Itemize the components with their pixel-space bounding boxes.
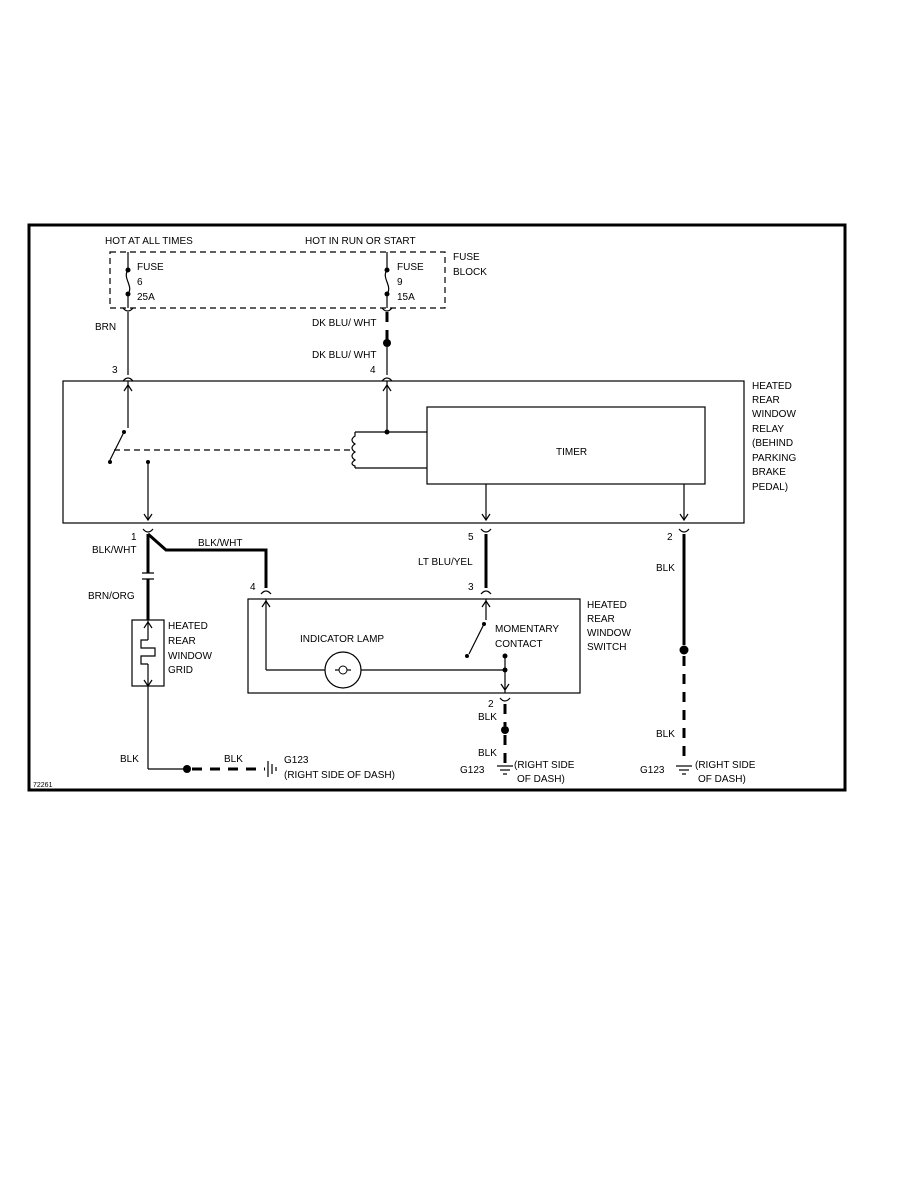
switch-pin-3: 3 xyxy=(468,582,474,593)
heated-rear-window-switch: HEATED REAR WINDOW SWITCH INDICATOR LAMP… xyxy=(247,598,631,694)
relay-pin-4: 4 xyxy=(370,365,376,376)
ground-3-location-1: (RIGHT SIDE xyxy=(695,760,756,771)
ground-g123-switch xyxy=(497,765,513,775)
fuse-block-label-2: BLOCK xyxy=(453,267,487,278)
wire-blk-grid-label-2: BLK xyxy=(224,754,243,765)
fuse-9: FUSE 9 15A xyxy=(384,252,424,308)
relay-label-7: BRAKE xyxy=(752,467,786,478)
fuse-block: HOT AT ALL TIMES HOT IN RUN OR START FUS… xyxy=(105,236,487,309)
grid-label-4: GRID xyxy=(168,665,193,676)
momentary-contact-label-2: CONTACT xyxy=(495,639,543,650)
figure-id: 72261 xyxy=(33,782,53,789)
wire-dk-blu-wht-label-1: DK BLU/ WHT xyxy=(312,318,376,329)
switch-pin-2: 2 xyxy=(488,699,494,710)
switch-pin-4: 4 xyxy=(250,582,256,593)
momentary-contact-label-1: MOMENTARY xyxy=(495,624,559,635)
switch-label-1: HEATED xyxy=(587,600,627,611)
relay-label-2: REAR xyxy=(752,395,780,406)
fuse-6-number: 6 xyxy=(137,277,143,288)
relay-label-6: PARKING xyxy=(752,453,796,464)
wire-dk-blu-wht-label-2: DK BLU/ WHT xyxy=(312,350,376,361)
fuse-9-rating: 15A xyxy=(397,292,415,303)
indicator-lamp-icon xyxy=(324,651,362,689)
heated-rear-window-grid: HEATED REAR WINDOW GRID xyxy=(131,619,212,688)
wire-blk-grid-label-1: BLK xyxy=(120,754,139,765)
ground-g123-relay xyxy=(676,765,692,775)
fuse-6: FUSE 6 25A xyxy=(125,252,164,308)
ground-2-location-2: OF DASH) xyxy=(517,774,565,785)
relay-pin-5: 5 xyxy=(468,532,474,543)
relay-pin-3: 3 xyxy=(112,365,118,376)
indicator-lamp-label: INDICATOR LAMP xyxy=(300,634,384,645)
wire-brn-org-label: BRN/ORG xyxy=(88,591,135,602)
switch-label-2: REAR xyxy=(587,614,615,625)
wire-blk-switch-label-2: BLK xyxy=(478,748,497,759)
fuse-6-rating: 25A xyxy=(137,292,155,303)
wire-brn-label: BRN xyxy=(95,322,116,333)
wire-lt-blu-yel-label: LT BLU/YEL xyxy=(418,557,473,568)
ground-3-name: G123 xyxy=(640,765,665,776)
wire-blk-relay-label-1: BLK xyxy=(656,563,675,574)
grid-label-2: REAR xyxy=(168,636,196,647)
relay-label-4: RELAY xyxy=(752,424,784,435)
ground-3-location-2: OF DASH) xyxy=(698,774,746,785)
fuse-9-label: FUSE xyxy=(397,262,424,273)
diagram-frame xyxy=(27,223,847,792)
grid-label-3: WINDOW xyxy=(168,651,212,662)
relay-label-1: HEATED xyxy=(752,381,792,392)
timer-label: TIMER xyxy=(556,447,587,458)
ground-1-location: (RIGHT SIDE OF DASH) xyxy=(284,770,395,781)
relay-label-5: (BEHIND xyxy=(752,438,793,449)
wire-blk-wht-label-1: BLK/WHT xyxy=(92,545,136,556)
fuse-6-label: FUSE xyxy=(137,262,164,273)
ground-2-name: G123 xyxy=(460,765,485,776)
wire-blk-switch-label-1: BLK xyxy=(478,712,497,723)
switch-label-3: WINDOW xyxy=(587,628,631,639)
hot-in-run-or-start-label: HOT IN RUN OR START xyxy=(305,236,416,247)
fuse-block-label-1: FUSE xyxy=(453,252,480,263)
hot-at-all-times-label: HOT AT ALL TIMES xyxy=(105,236,193,247)
heated-rear-window-relay: HEATED REAR WINDOW RELAY (BEHIND PARKING… xyxy=(62,380,796,524)
wire-blk-wht-label-2: BLK/WHT xyxy=(198,538,242,549)
relay-label-8: PEDAL) xyxy=(752,482,788,493)
timer-box xyxy=(426,406,706,485)
relay-label-3: WINDOW xyxy=(752,409,796,420)
ground-2-location-1: (RIGHT SIDE xyxy=(514,760,575,771)
ground-g123-grid xyxy=(267,761,277,777)
fuse-9-number: 9 xyxy=(397,277,403,288)
relay-pin-1: 1 xyxy=(131,532,137,543)
relay-pin-2: 2 xyxy=(667,532,673,543)
wire-blk-relay-label-2: BLK xyxy=(656,729,675,740)
ground-1-name: G123 xyxy=(284,755,309,766)
switch-label-4: SWITCH xyxy=(587,642,626,653)
grid-label-1: HEATED xyxy=(168,621,208,632)
